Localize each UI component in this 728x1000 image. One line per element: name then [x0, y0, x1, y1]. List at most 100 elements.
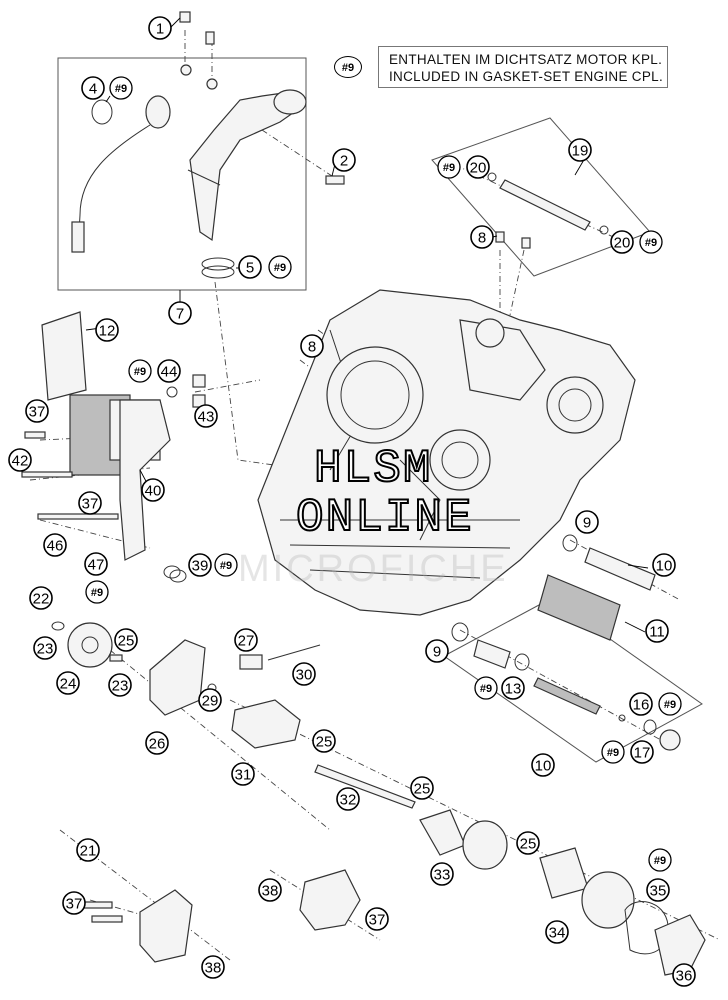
callout-33: 33: [430, 862, 454, 886]
callout-number: 4: [89, 81, 97, 98]
callout-number: 9: [583, 515, 591, 532]
callout-circle: [194, 404, 218, 428]
callout-number: 25: [118, 633, 135, 650]
ref-label: #9: [654, 855, 666, 867]
callout-20: 20: [610, 230, 634, 254]
callout-number: 33: [434, 867, 451, 884]
callout-circle: [470, 225, 494, 249]
callout-11: 11: [645, 619, 669, 643]
callout-44: 44: [157, 359, 181, 383]
callout-circle: [231, 762, 255, 786]
callout-number: 8: [478, 230, 486, 247]
callout-37: 37: [25, 399, 49, 423]
callout-number: 16: [633, 697, 650, 714]
callout-number: 10: [535, 758, 552, 775]
callout-circle: [610, 230, 634, 254]
ref-label: #9: [645, 237, 657, 249]
callout-number: 38: [262, 883, 279, 900]
callout-number: 44: [161, 364, 178, 381]
callout-number: 11: [649, 624, 665, 641]
ref-label: #9: [220, 560, 232, 572]
callout-circle: [238, 255, 262, 279]
callout-39: 39: [188, 553, 212, 577]
callout-23: 23: [108, 673, 132, 697]
callout-10: 10: [531, 753, 555, 777]
callout-circle: [336, 787, 360, 811]
oil-pump-parts: [51, 621, 706, 976]
callout-circle: [201, 955, 225, 979]
callout-number: 34: [549, 925, 566, 942]
callout-number: 29: [202, 693, 219, 710]
callout-circle: [198, 688, 222, 712]
gasket-set-ref-badge: #9: [128, 359, 152, 383]
gasket-set-ref-badge: #9: [85, 580, 109, 604]
ref-circle: [648, 848, 672, 872]
ref-label: #9: [274, 262, 286, 274]
callout-36: 36: [672, 963, 696, 987]
callout-circle: [258, 878, 282, 902]
callout-47: 47: [84, 552, 108, 576]
ref-circle: [437, 155, 461, 179]
callout-number: 17: [634, 745, 651, 762]
callout-circle: [300, 334, 324, 358]
callout-circle: [646, 878, 670, 902]
engine-crankcase: [257, 289, 636, 616]
callout-circle: [545, 920, 569, 944]
upper-oil-screen-parts: [487, 172, 609, 249]
callout-circle: [292, 662, 316, 686]
callout-29: 29: [198, 688, 222, 712]
callout-circle: [672, 963, 696, 987]
ref-circle: [639, 230, 663, 254]
callout-circle: [629, 692, 653, 716]
callout-25: 25: [312, 729, 336, 753]
callout-number: 20: [614, 235, 631, 252]
gasket-set-ref-badge: #9: [437, 155, 461, 179]
callout-circle: [410, 776, 434, 800]
callout-circle: [575, 510, 599, 534]
group-frame-lower-oil-screen: [443, 597, 703, 763]
callout-circle: [43, 533, 67, 557]
callout-number: 2: [340, 153, 348, 170]
watermark-online: ONLINE: [295, 491, 474, 545]
callout-number: 37: [82, 496, 99, 513]
callout-38: 38: [258, 878, 282, 902]
callout-circle: [141, 478, 165, 502]
gasket-set-ref-badge: #9: [474, 676, 498, 700]
callout-43: 43: [194, 404, 218, 428]
callout-number: 43: [198, 409, 215, 426]
callout-number: 27: [238, 633, 255, 650]
gasket-set-ref-badge: #9: [658, 692, 682, 716]
oil-filler-parts: [71, 11, 345, 279]
callout-circle: [95, 318, 119, 342]
ref-label: #9: [91, 587, 103, 599]
callout-13: 13: [501, 676, 525, 700]
callout-circle: [148, 16, 172, 40]
callout-number: 23: [112, 678, 129, 695]
cover-parts: [81, 869, 361, 963]
callout-circle: [25, 399, 49, 423]
callout-25: 25: [114, 628, 138, 652]
callout-circle: [425, 639, 449, 663]
callout-number: 31: [235, 767, 252, 784]
callout-circle: [168, 301, 192, 325]
callout-number: 37: [66, 896, 83, 913]
callout-46: 46: [43, 533, 67, 557]
callout-circle: [29, 586, 53, 610]
callout-40: 40: [141, 478, 165, 502]
legend-box: ENTHALTEN IM DICHTSATZ MOTOR KPL. INCLUD…: [378, 46, 668, 88]
callout-number: 23: [37, 641, 54, 658]
callout-16: 16: [629, 692, 653, 716]
callout-21: 21: [76, 838, 100, 862]
callout-number: 20: [470, 160, 487, 177]
callout-38: 38: [201, 955, 225, 979]
callout-5: 5: [238, 255, 262, 279]
callout-number: 35: [650, 883, 667, 900]
callout-number: 25: [414, 781, 431, 798]
callout-number: 19: [572, 143, 589, 160]
callout-number: 25: [520, 836, 537, 853]
callout-1: 1: [148, 16, 172, 40]
callout-circle: [652, 553, 676, 577]
ref-circle: [128, 359, 152, 383]
callout-4: 4: [81, 76, 105, 100]
